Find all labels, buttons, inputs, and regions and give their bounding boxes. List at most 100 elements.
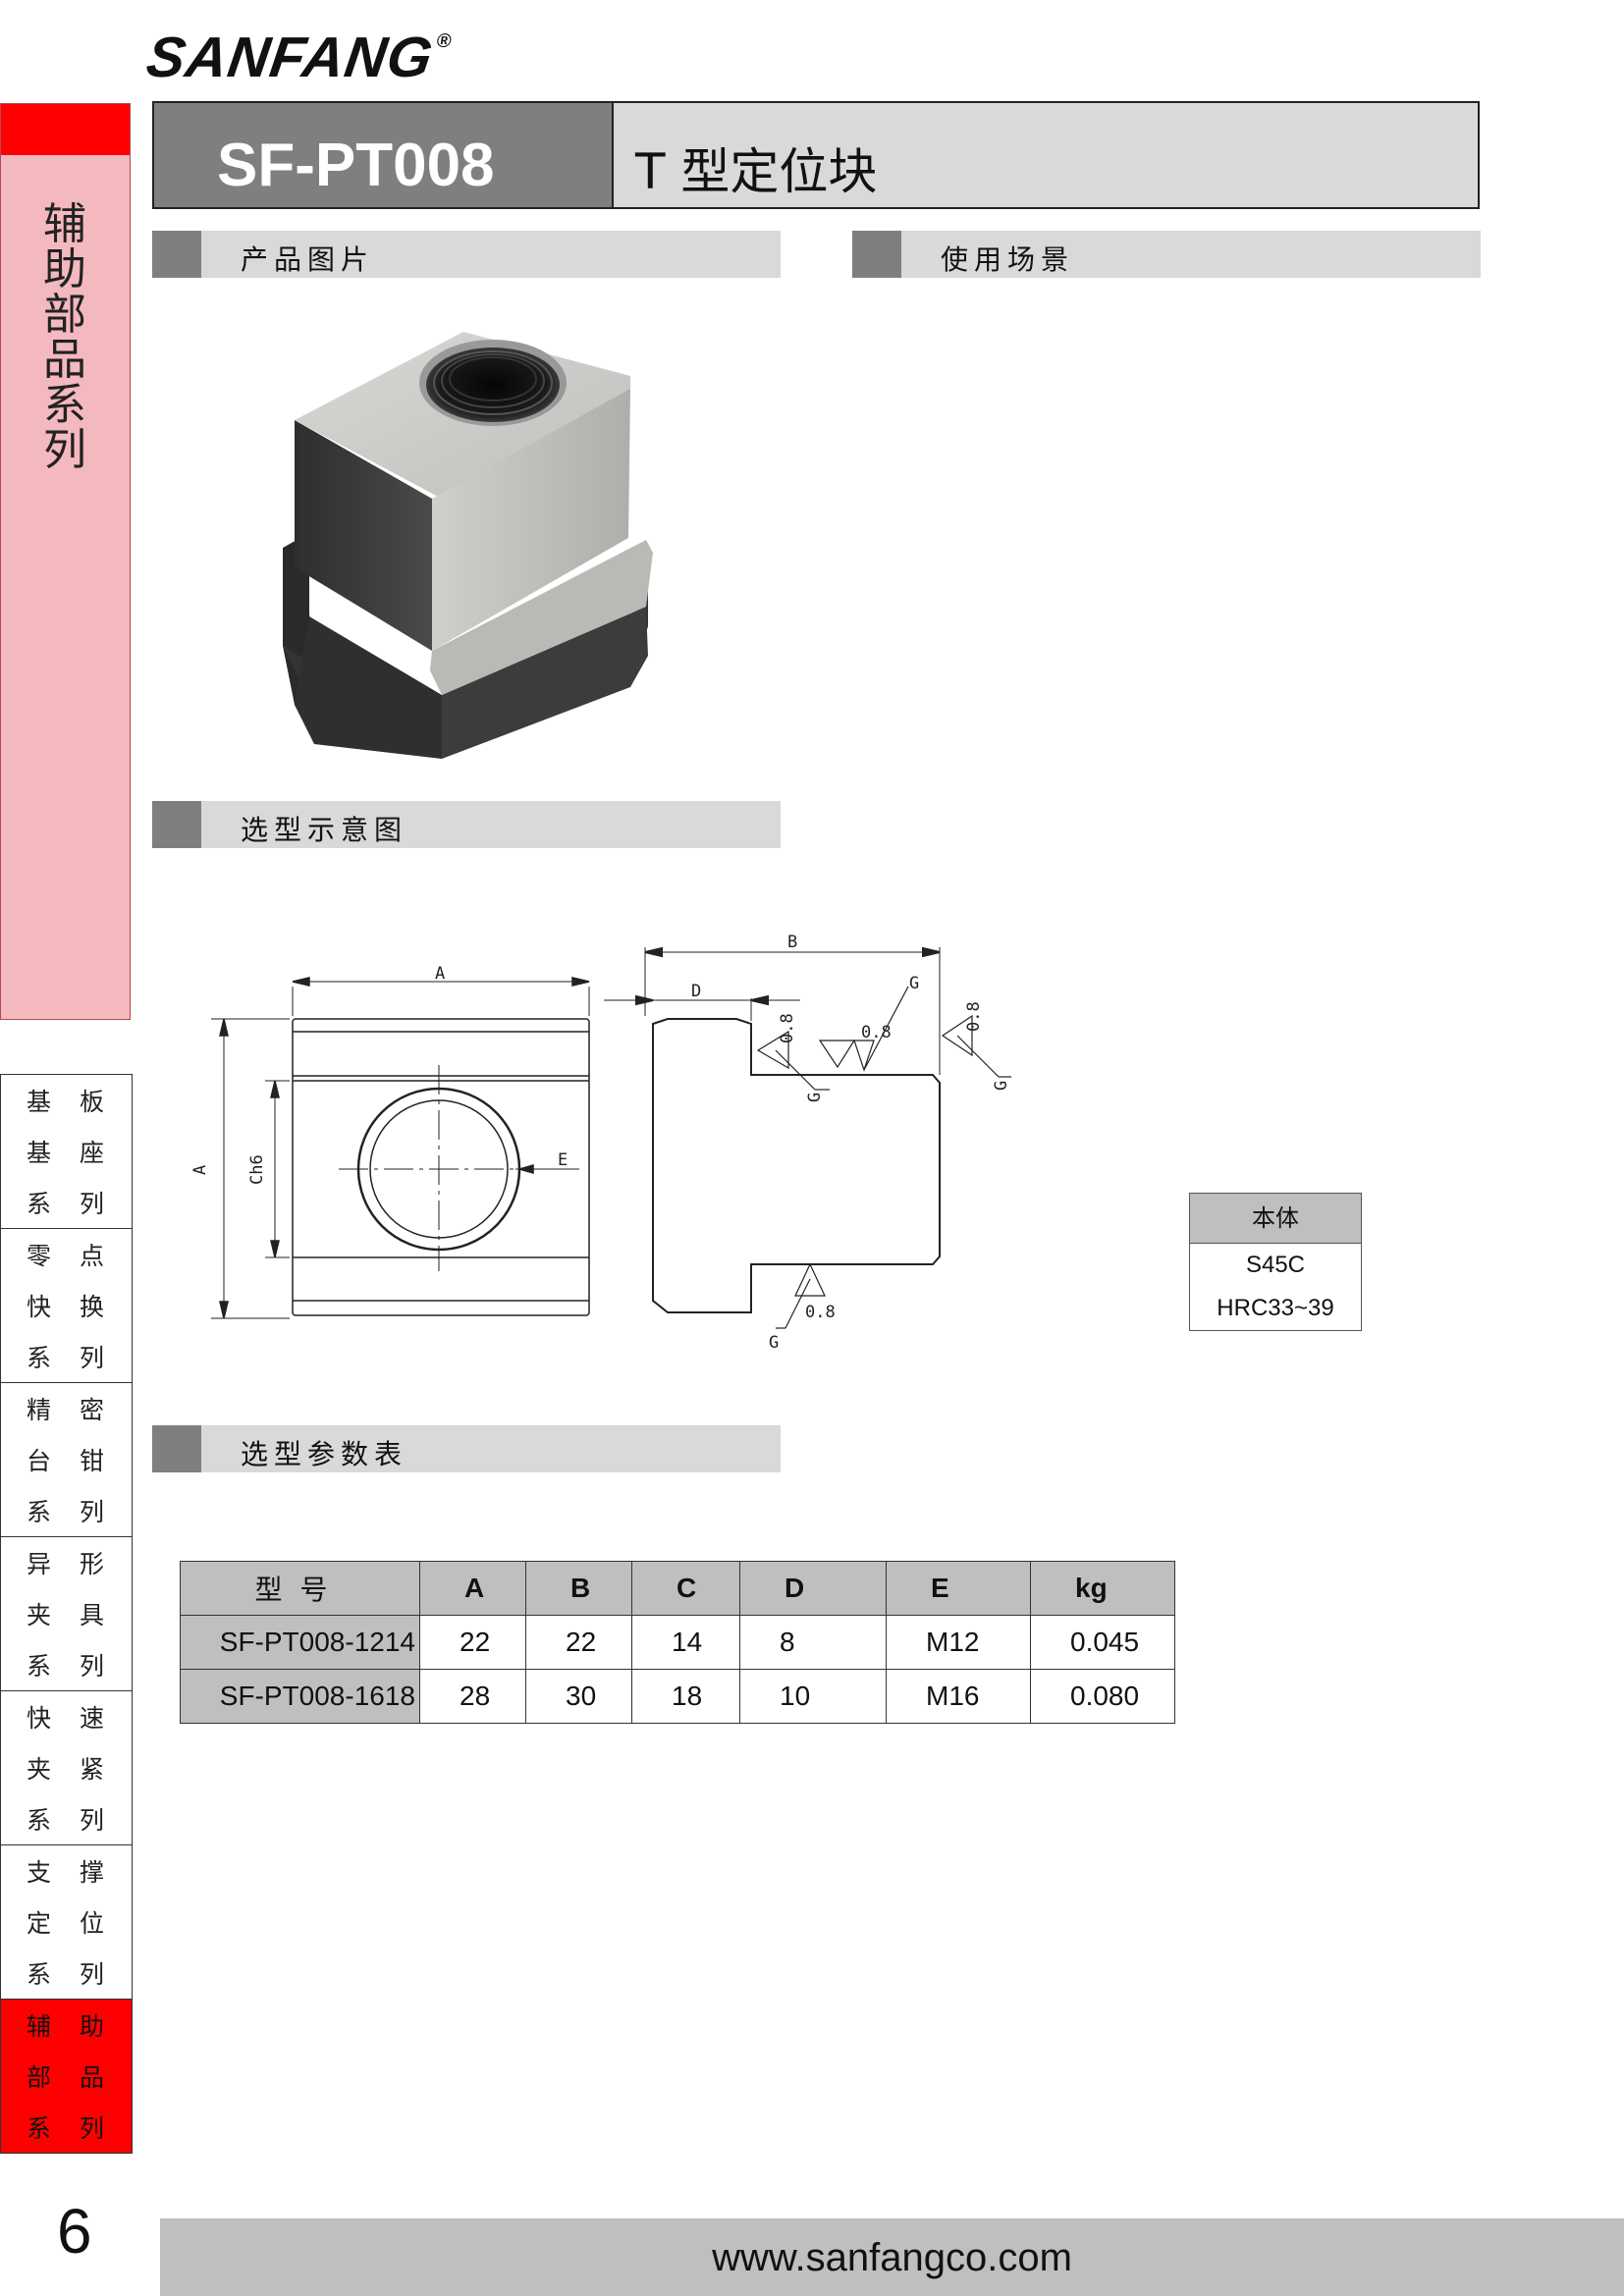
series-menu: 基板基座系列零点快换系列精密台钳系列异形夹具系列快速夹紧系列支撑定位系列辅助部品…	[0, 1074, 133, 2154]
series-menu-char: 辅	[27, 2012, 52, 2041]
series-menu-char: 定	[27, 1909, 52, 1938]
series-menu-group[interactable]: 支撑定位系列	[1, 1845, 132, 2000]
cell-c: 14	[631, 1615, 740, 1670]
section-param-table: 选型参数表	[152, 1425, 781, 1472]
dim-label-a-top: A	[435, 964, 445, 984]
col-header-kg: kg	[1030, 1561, 1175, 1616]
logo-registered-mark: ®	[435, 30, 455, 52]
series-menu-row: 支撑	[1, 1845, 132, 1896]
series-menu-char: 支	[27, 1858, 52, 1887]
col-header-b: B	[525, 1561, 632, 1616]
section-title: 使用场景	[941, 243, 1075, 276]
series-menu-char: 形	[79, 1550, 104, 1578]
series-menu-char: 撑	[79, 1858, 104, 1887]
series-menu-row: 定位	[1, 1896, 132, 1948]
series-menu-char: 密	[79, 1396, 104, 1424]
series-menu-char: 品	[79, 2063, 104, 2092]
dim-label-e: E	[558, 1150, 568, 1170]
section-title: 产品图片	[241, 243, 375, 276]
series-menu-group[interactable]: 精密台钳系列	[1, 1383, 132, 1537]
series-menu-char: 列	[79, 1652, 104, 1681]
series-menu-char: 异	[27, 1550, 52, 1578]
category-sidebar: 辅助部品系列	[0, 103, 131, 1020]
cell-b: 22	[525, 1615, 632, 1670]
series-menu-group[interactable]: 基板基座系列	[1, 1075, 132, 1229]
series-menu-row: 系列	[1, 1331, 132, 1382]
cell-e: M16	[886, 1669, 1031, 1724]
material-table: 本体 S45C HRC33~39	[1189, 1193, 1362, 1331]
col-header-c: C	[631, 1561, 740, 1616]
dim-label-b: B	[787, 933, 797, 952]
series-menu-char: 基	[27, 1088, 52, 1116]
series-menu-row: 台钳	[1, 1434, 132, 1485]
series-menu-row: 快速	[1, 1691, 132, 1742]
section-marker	[152, 231, 201, 278]
col-header-e: E	[886, 1561, 1031, 1616]
product-code: SF-PT008	[217, 132, 495, 199]
section-product-image: 产品图片	[152, 231, 781, 278]
category-title: 辅助部品系列	[43, 199, 86, 475]
col-header-d: D	[739, 1561, 887, 1616]
front-view	[211, 977, 590, 1319]
series-menu-group[interactable]: 零点快换系列	[1, 1229, 132, 1383]
col-header-a: A	[419, 1561, 526, 1616]
series-menu-char: 系	[27, 1960, 52, 1989]
series-menu-row: 系列	[1, 1177, 132, 1228]
series-menu-group[interactable]: 快速夹紧系列	[1, 1691, 132, 1845]
material-header: 本体	[1190, 1194, 1361, 1244]
dim-label-d: D	[691, 982, 701, 1001]
series-menu-char: 钳	[79, 1447, 104, 1475]
series-menu-char: 列	[79, 1190, 104, 1218]
series-menu-char: 快	[27, 1704, 52, 1733]
g-label-1: G	[805, 1093, 825, 1102]
product-header: SF-PT008 T 型定位块	[152, 101, 1480, 209]
series-menu-char: 夹	[27, 1755, 52, 1784]
cell-kg: 0.080	[1030, 1669, 1175, 1724]
series-menu-char: 列	[79, 1960, 104, 1989]
series-menu-row: 系列	[1, 1485, 132, 1536]
cell-model: SF-PT008-1618	[180, 1669, 420, 1724]
series-menu-group[interactable]: 辅助部品系列	[1, 2000, 132, 2153]
series-menu-char: 系	[27, 1190, 52, 1218]
hardness-value: HRC33~39	[1217, 1295, 1334, 1321]
g-label-3: G	[992, 1081, 1011, 1091]
selection-drawing: A A Ch6 E B D 0.8 G 0.8 G 0.8 G 0.8 G	[190, 933, 1011, 1353]
series-menu-char: 列	[79, 2114, 104, 2143]
series-menu-row: 零点	[1, 1229, 132, 1280]
footer-bar: www.sanfangco.com	[160, 2218, 1624, 2296]
side-view	[604, 946, 1011, 1329]
roughness-label-1: 0.8	[778, 1013, 797, 1043]
section-usage-scene: 使用场景	[852, 231, 1481, 278]
product-name: T 型定位块	[635, 143, 878, 200]
series-menu-group[interactable]: 异形夹具系列	[1, 1537, 132, 1691]
series-menu-row: 夹具	[1, 1588, 132, 1639]
series-menu-char: 座	[79, 1139, 104, 1167]
table-row: SF-PT008-1214 22 22 14 8 M12 0.045	[180, 1615, 1175, 1670]
cell-model: SF-PT008-1214	[180, 1615, 420, 1670]
dim-label-c: Ch6	[247, 1154, 267, 1185]
series-menu-char: 系	[27, 1806, 52, 1835]
sidebar-red-strip	[1, 104, 130, 155]
website-link[interactable]: www.sanfangco.com	[712, 2236, 1072, 2279]
table-header-row: 型号 A B C D E kg	[180, 1561, 1175, 1616]
section-marker	[152, 801, 201, 848]
series-menu-char: 具	[79, 1601, 104, 1629]
section-selection-diagram: 选型示意图	[152, 801, 781, 848]
series-menu-row: 异形	[1, 1537, 132, 1588]
table-row: SF-PT008-1618 28 30 18 10 M16 0.080	[180, 1669, 1175, 1724]
series-menu-row: 夹紧	[1, 1742, 132, 1793]
series-menu-char: 系	[27, 1652, 52, 1681]
brand-logo: SANFANG®	[142, 25, 455, 90]
series-menu-char: 位	[79, 1909, 104, 1938]
series-menu-row: 精密	[1, 1383, 132, 1434]
series-menu-char: 速	[79, 1704, 104, 1733]
cell-a: 22	[419, 1615, 526, 1670]
cell-b: 30	[525, 1669, 632, 1724]
series-menu-char: 点	[79, 1242, 104, 1270]
cell-a: 28	[419, 1669, 526, 1724]
series-menu-row: 快换	[1, 1280, 132, 1331]
dim-label-a-side: A	[190, 1165, 210, 1175]
series-menu-char: 台	[27, 1447, 52, 1475]
series-menu-char: 紧	[79, 1755, 104, 1784]
series-menu-char: 零	[27, 1242, 52, 1270]
